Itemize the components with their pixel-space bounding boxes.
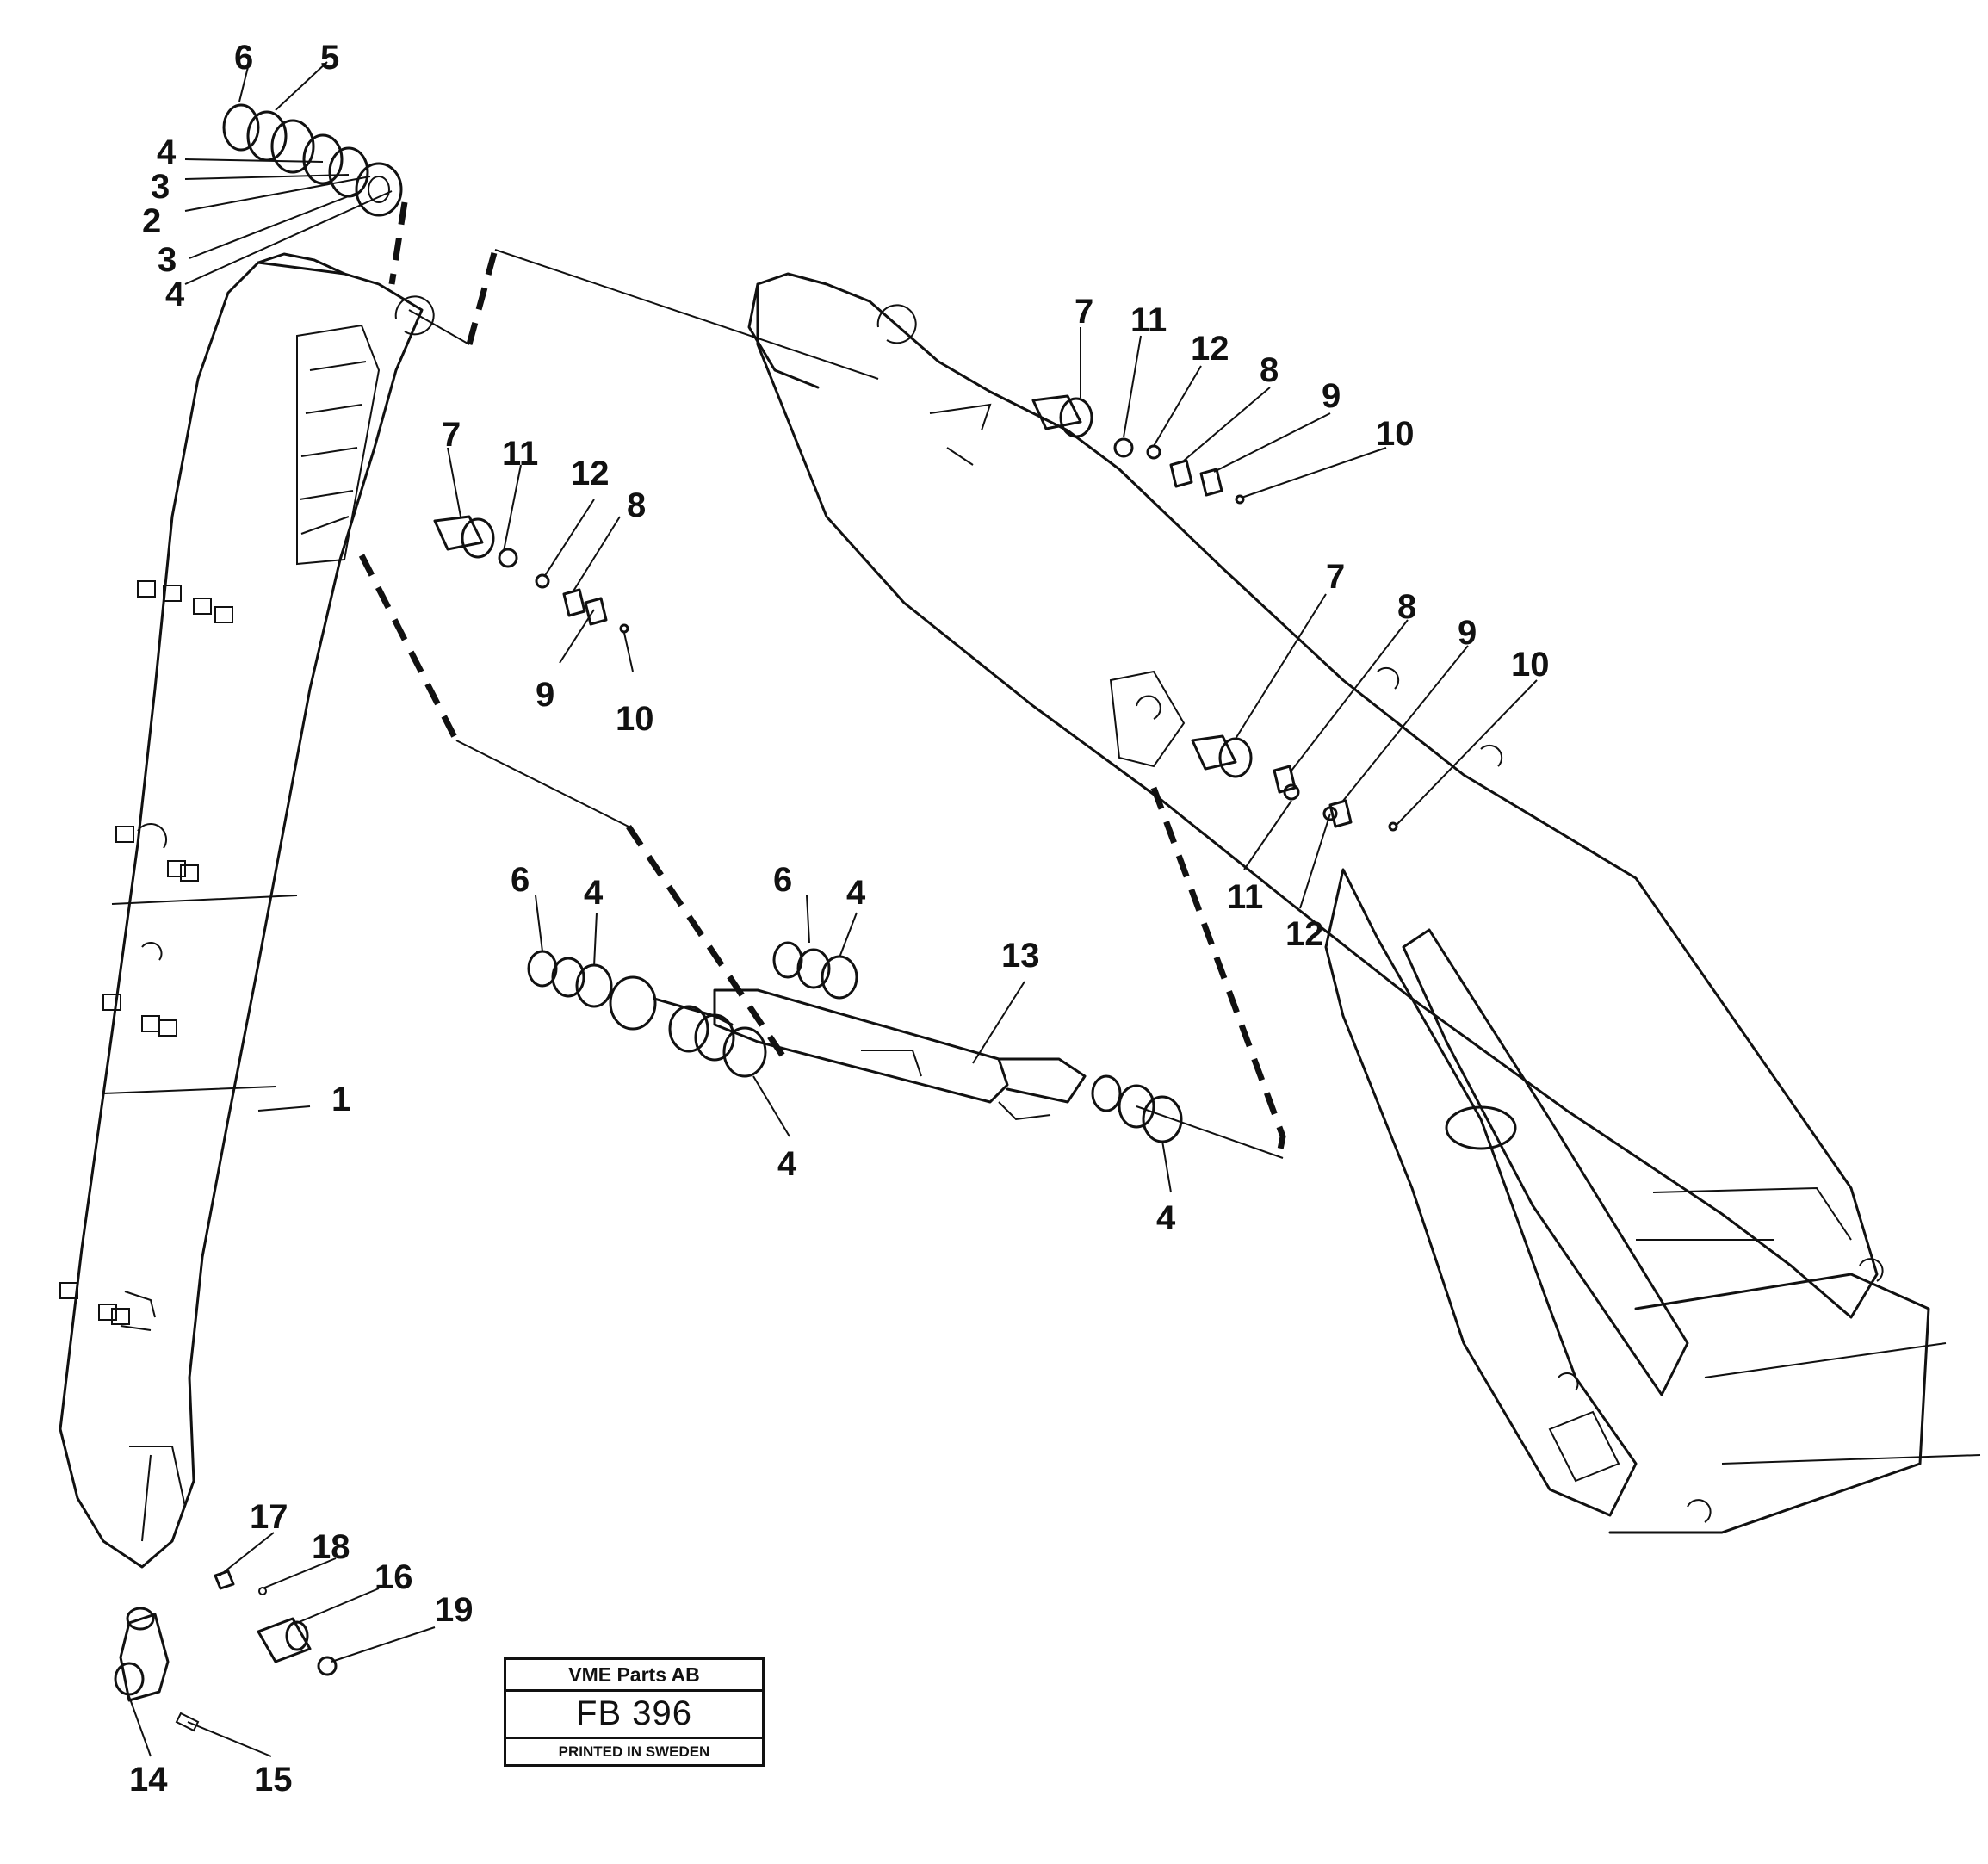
- printed-note: PRINTED IN SWEDEN: [558, 1743, 710, 1760]
- drawing-code: FB 396: [506, 1692, 762, 1739]
- callout-8: 8: [1397, 588, 1416, 626]
- callout-4: 4: [157, 133, 177, 171]
- callout-1: 1: [331, 1081, 350, 1118]
- bottom-pin-parts: [114, 1570, 338, 1732]
- callout-6: 6: [234, 39, 253, 77]
- callout-10: 10: [616, 700, 654, 738]
- company-name: VME Parts AB: [506, 1660, 762, 1692]
- callout-4: 4: [1156, 1199, 1176, 1237]
- callout-11: 11: [1227, 878, 1263, 916]
- hose-clamps: [59, 580, 233, 1325]
- callout-6: 6: [773, 861, 792, 899]
- pin-set-upper: [1031, 394, 1245, 505]
- callout-9: 9: [1322, 377, 1341, 415]
- callout-3: 3: [158, 241, 177, 279]
- callout-5: 5: [320, 39, 339, 77]
- boom-arm: [59, 252, 435, 1569]
- assembly-dashed-lines: [358, 201, 1286, 1159]
- callout-12: 12: [571, 455, 610, 492]
- callout-2: 2: [142, 202, 161, 240]
- boom-cylinder-assembly: [1324, 868, 1981, 1534]
- callout-4: 4: [584, 874, 604, 912]
- callout-3: 3: [151, 168, 170, 206]
- callout-9: 9: [1458, 614, 1477, 652]
- callout-4: 4: [777, 1145, 797, 1183]
- callout-11: 11: [502, 435, 538, 473]
- title-block: VME Parts AB FB 396 PRINTED IN SWEDEN: [504, 1657, 765, 1767]
- dipper-arm: [747, 272, 1879, 1319]
- callout-10: 10: [1376, 415, 1415, 453]
- callout-4: 4: [165, 276, 185, 313]
- callout-7: 7: [442, 416, 461, 454]
- callout-12: 12: [1191, 330, 1229, 368]
- callout-16: 16: [375, 1558, 413, 1596]
- callout-6: 6: [511, 861, 530, 899]
- callout-13: 13: [1001, 937, 1040, 975]
- callout-9: 9: [536, 676, 554, 714]
- callout-14: 14: [129, 1761, 168, 1799]
- assembly-thin-lines: [408, 249, 1284, 1159]
- callout-10: 10: [1511, 646, 1550, 684]
- callout-12: 12: [1285, 915, 1324, 953]
- callout-19: 19: [435, 1591, 474, 1629]
- callout-18: 18: [312, 1528, 350, 1566]
- bucket-cylinder: [527, 941, 1183, 1143]
- pin-set-lower: [1109, 670, 1398, 832]
- callout-4: 4: [846, 874, 866, 912]
- callout-8: 8: [627, 486, 646, 524]
- callout-7: 7: [1075, 293, 1093, 331]
- callout-numbers: 6 5 4 3 2 3 4 7 11 12 8 9 10 7 11 12 8 9…: [129, 39, 1550, 1799]
- callout-8: 8: [1260, 351, 1279, 389]
- callout-11: 11: [1130, 301, 1167, 339]
- callout-7: 7: [1326, 558, 1345, 596]
- callout-15: 15: [254, 1761, 293, 1799]
- leader-lines: [127, 61, 1538, 1757]
- pin-set-middle: [433, 515, 629, 634]
- callout-17: 17: [250, 1498, 288, 1536]
